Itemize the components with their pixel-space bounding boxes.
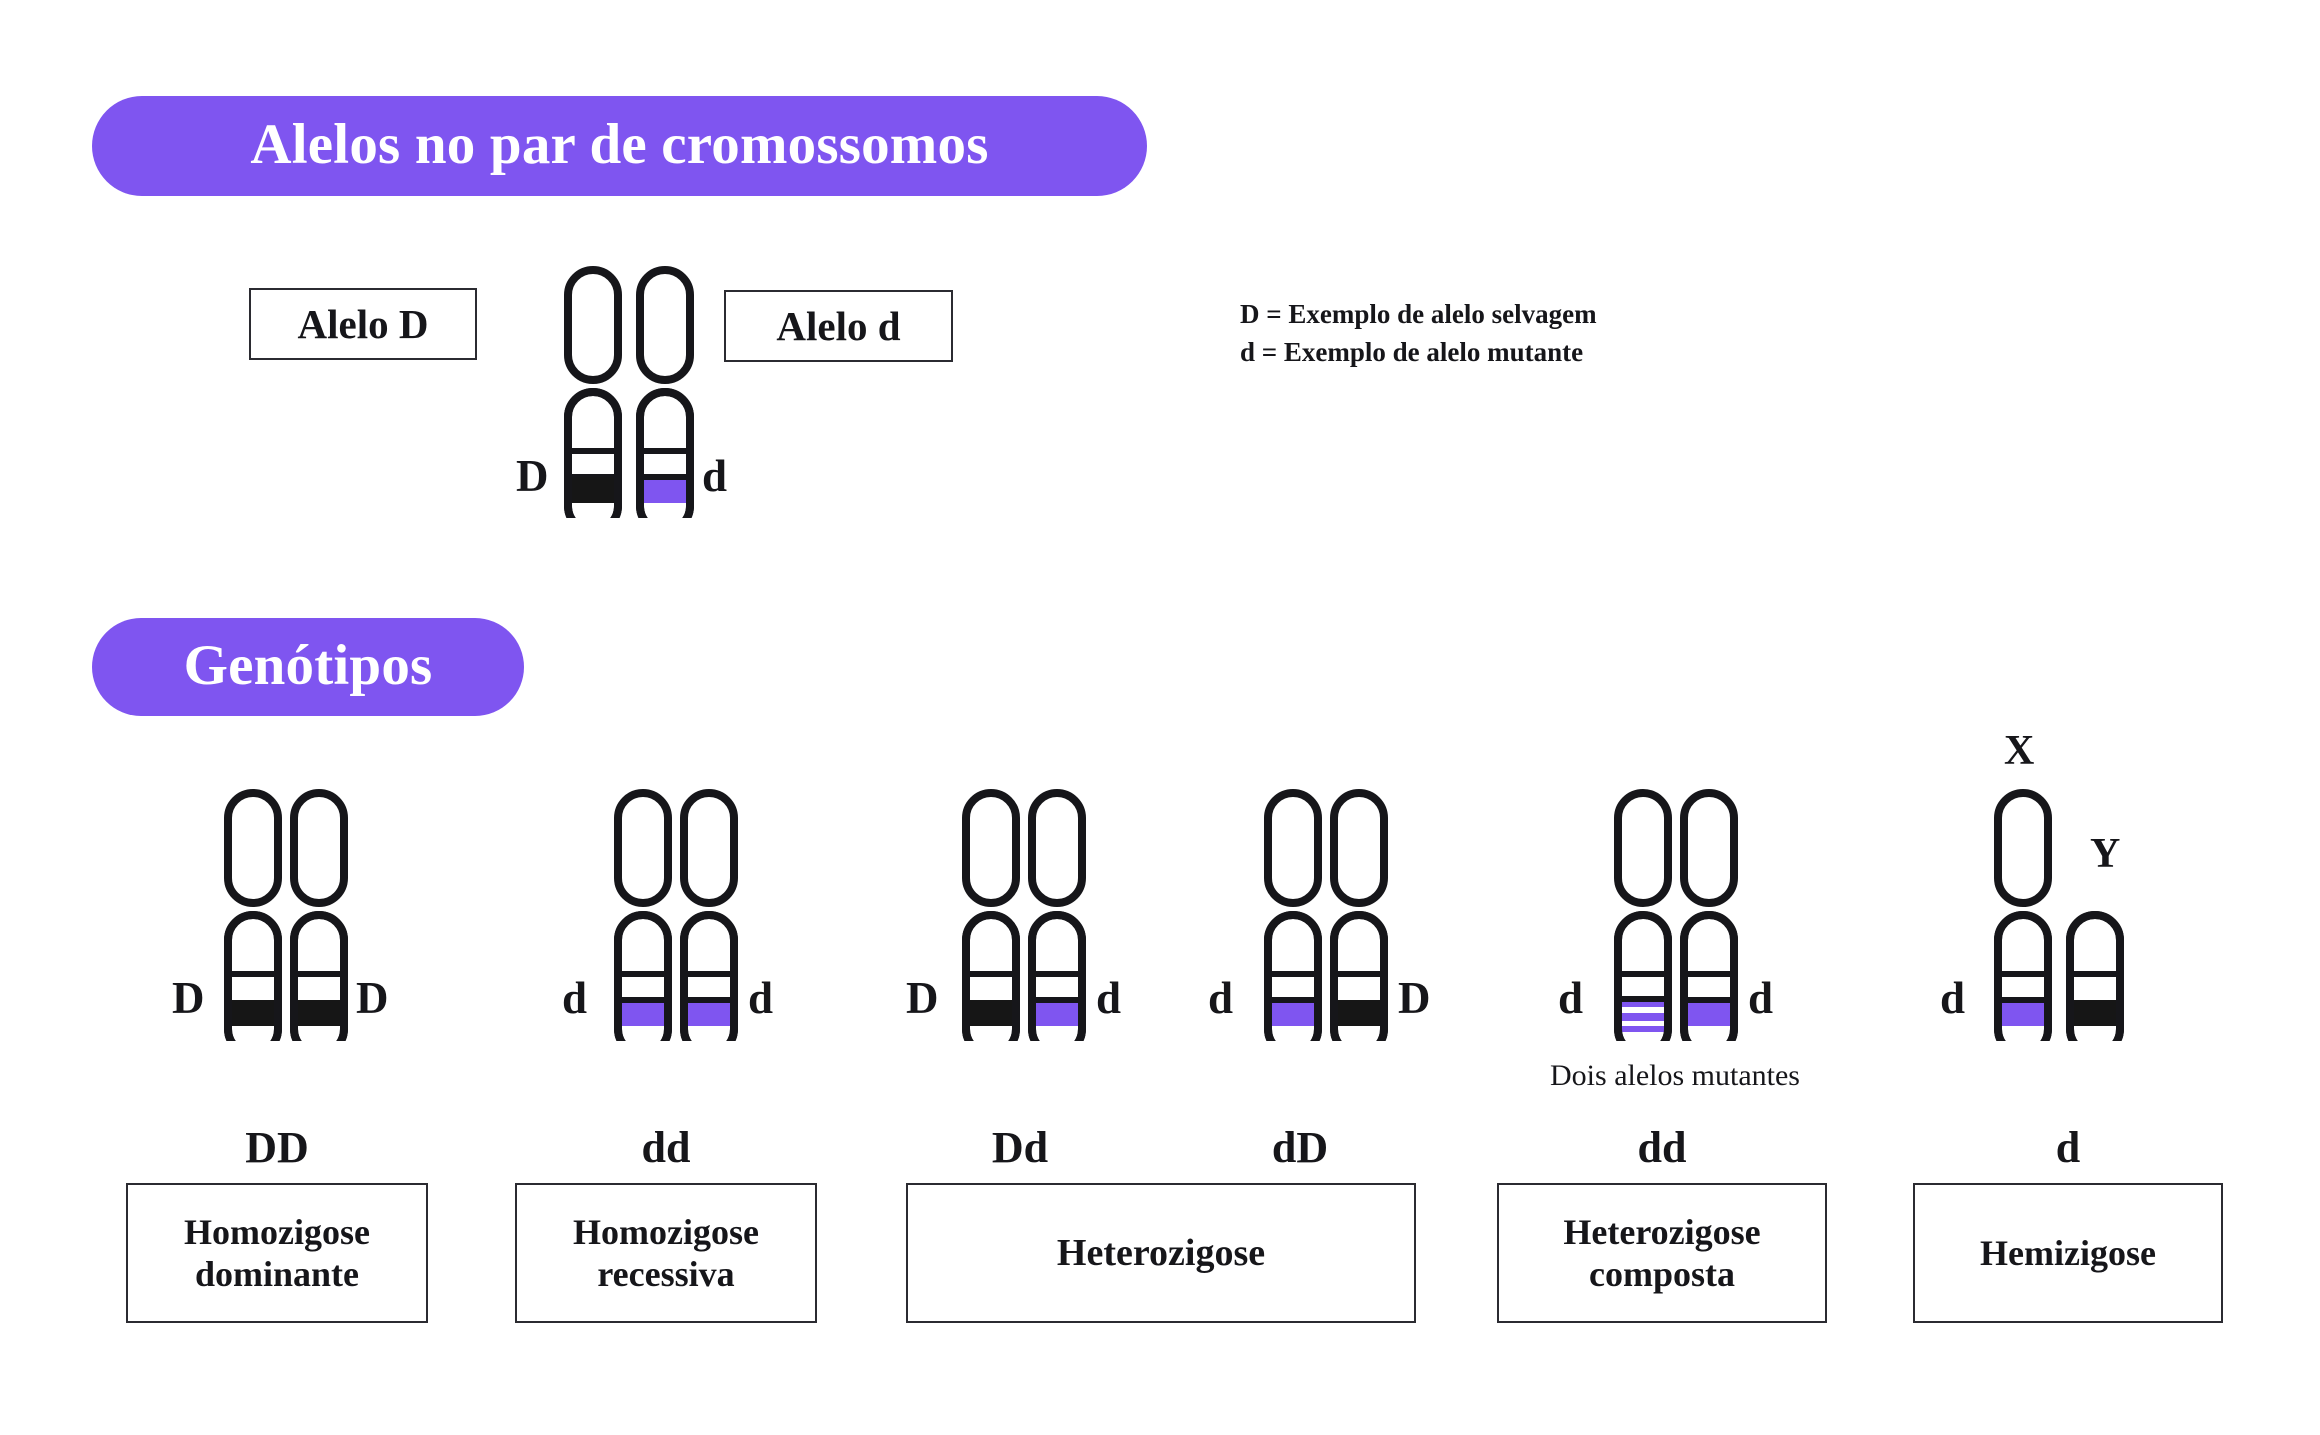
chromosome-top-left-D xyxy=(564,266,622,518)
term-box-hemizygous: Hemizigose xyxy=(1913,1183,2223,1323)
allele-label-col1-right: D xyxy=(356,973,389,1023)
chromosome-col1-right-D xyxy=(290,789,348,1041)
term-box-compound-heterozygous: Heterozigose composta xyxy=(1497,1183,1827,1323)
chromosome-label-y: Y xyxy=(2090,831,2121,877)
term-box-homozygous-dominant: Homozigose dominante xyxy=(126,1183,428,1323)
chromosome-col2-right-d xyxy=(680,789,738,1041)
legend-line-mutant: d = Exemplo de alelo mutante xyxy=(1240,337,1584,368)
chromosome-col1-left-D xyxy=(224,789,282,1041)
allele-label-col3-right: d xyxy=(1096,973,1122,1023)
legend-line-wild: D = Exemplo de alelo selvagem xyxy=(1240,299,1597,329)
chromosome-col2-left-d xyxy=(614,789,672,1041)
allele-label-col4-left: d xyxy=(1208,973,1234,1023)
allele-label-col3-left: D xyxy=(906,973,939,1023)
genotype-code-col1: DD xyxy=(245,1123,309,1172)
term-box-homozygous-recessive: Homozigose recessiva xyxy=(515,1183,817,1323)
allele-label-col2-right: d xyxy=(748,973,774,1023)
allele-label-col4-right: D xyxy=(1398,973,1431,1023)
allele-label-col2-left: d xyxy=(562,973,588,1023)
chromosome-col4-right-D xyxy=(1330,789,1388,1041)
chromosome-col5-left-d-striped xyxy=(1614,789,1672,1041)
chromosome-top-right-d xyxy=(636,266,694,518)
allele-label-col5-right: d xyxy=(1748,973,1774,1023)
allele-label-top-left: D xyxy=(516,451,549,501)
legend: D = Exemplo de alelo selvagem d = Exempl… xyxy=(1240,295,1597,372)
genotype-code-col2: dd xyxy=(641,1123,691,1172)
genotype-code-col6: d xyxy=(2055,1123,2081,1172)
section-heading-alelos: Alelos no par de cromossomos xyxy=(92,96,1147,196)
chromosome-col5-right-d xyxy=(1680,789,1738,1041)
section-heading-genotipos: Genótipos xyxy=(92,618,524,716)
genotype-code-col5: dd xyxy=(1637,1123,1687,1172)
caption-two-mutant-alleles: Dois alelos mutantes xyxy=(1550,1059,1800,1092)
chromosome-col3-left-D xyxy=(962,789,1020,1041)
chromosome-col4-left-d xyxy=(1264,789,1322,1041)
genotype-code-col3: Dd xyxy=(991,1123,1049,1172)
chromosome-col6-y xyxy=(2066,911,2124,1041)
allele-label-col5-left: d xyxy=(1558,973,1584,1023)
chromosome-label-x: X xyxy=(2004,728,2035,774)
allele-d-dominant-box: Alelo D xyxy=(249,288,477,360)
allele-label-col1-left: D xyxy=(172,973,205,1023)
term-box-heterozygous: Heterozigose xyxy=(906,1183,1416,1323)
allele-label-top-right: d xyxy=(702,451,728,501)
allele-d-recessive-box: Alelo d xyxy=(724,290,953,362)
chromosome-col3-right-d xyxy=(1028,789,1086,1041)
allele-label-col6-left: d xyxy=(1940,973,1966,1023)
genotype-code-col4: dD xyxy=(1271,1123,1329,1172)
chromosome-col6-x-d xyxy=(1994,789,2052,1041)
